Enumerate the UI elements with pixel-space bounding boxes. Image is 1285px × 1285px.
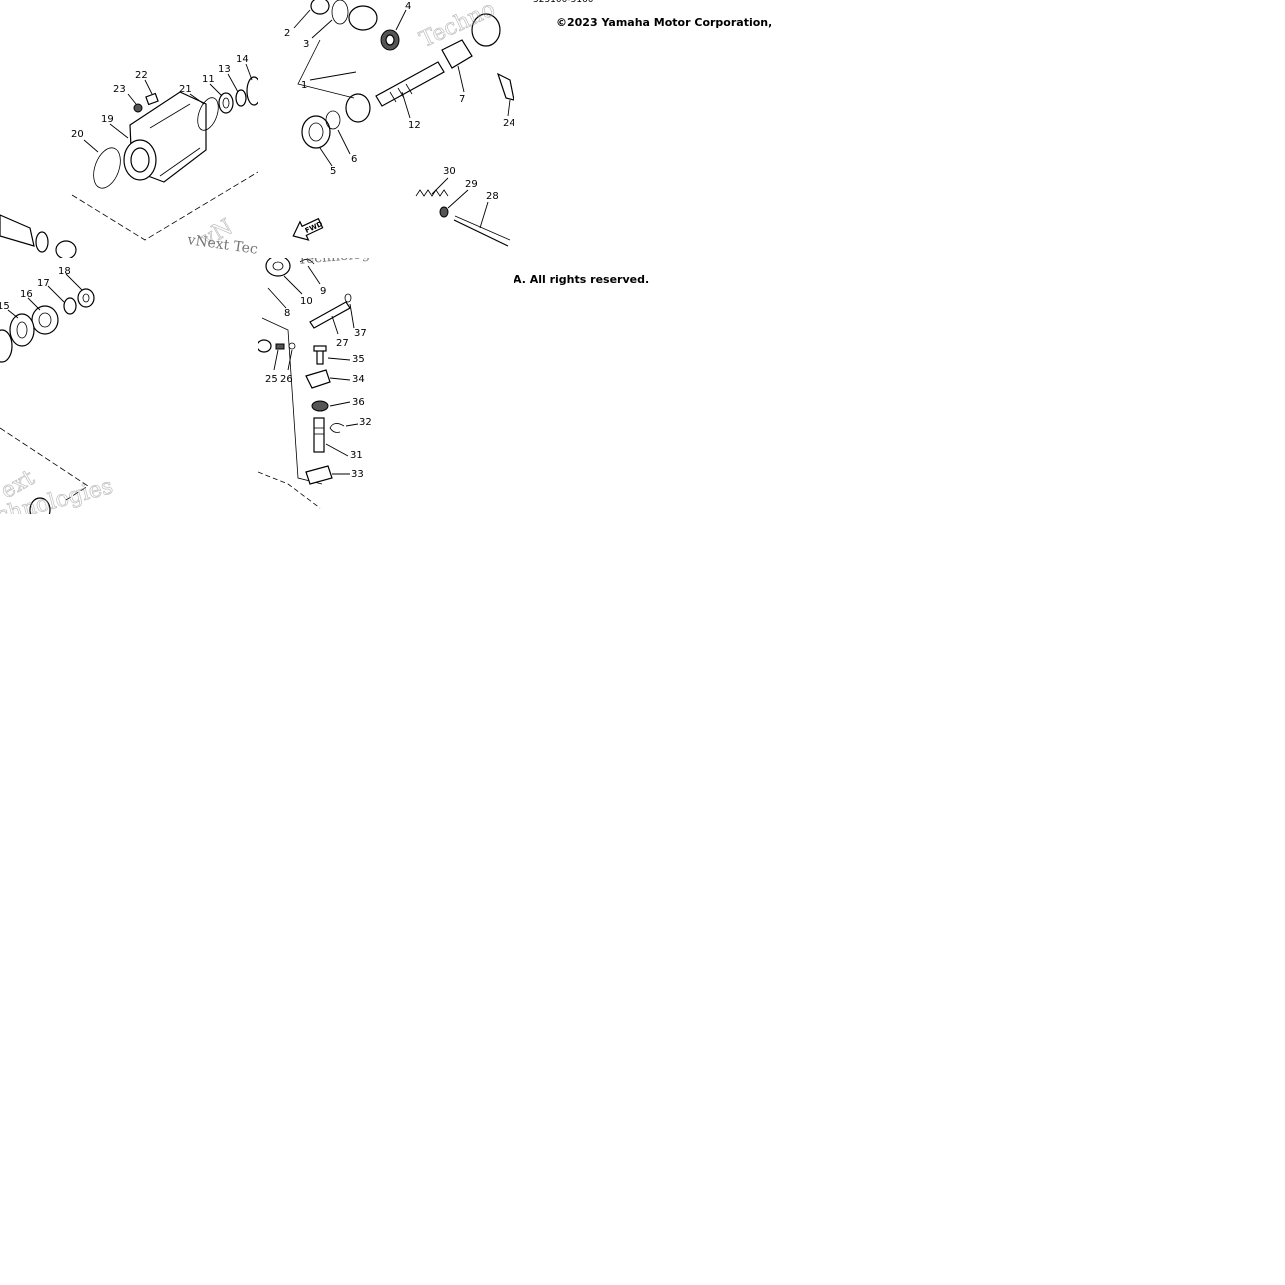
nut	[133, 103, 143, 113]
reference-code: 525100-5160	[533, 0, 594, 5]
callout-17: 17	[37, 278, 50, 289]
callout-34: 34	[352, 374, 365, 385]
callout-5: 5	[330, 166, 336, 177]
callout-11: 11	[202, 74, 215, 85]
o-ring	[344, 293, 352, 303]
diagram-bottom-right: 10 9 8 37 27 35 25 26 34 36 32 31 33 Tec…	[258, 258, 391, 509]
gear	[0, 329, 13, 363]
callout-16: 16	[20, 289, 33, 300]
callout-13: 13	[218, 64, 231, 75]
bearing	[218, 92, 234, 114]
callout-14: 14	[236, 54, 249, 65]
bolt	[316, 349, 324, 365]
diagram-top-left: 22 23 21 11 13 14 20 19 vN vNext Tec	[0, 54, 258, 258]
bearing	[31, 305, 59, 335]
callout-26: 26	[280, 374, 293, 385]
callout-6: 6	[351, 154, 357, 165]
spring	[415, 189, 449, 197]
callout-12: 12	[408, 120, 421, 131]
bearing	[265, 258, 291, 277]
washer	[325, 110, 341, 130]
fwd-label: FWD	[304, 220, 324, 235]
watermark-text: Technologies	[297, 258, 391, 268]
callout-37: 37	[354, 328, 367, 339]
diagram-tile-bottom-right: 10 9 8 37 27 35 25 26 34 36 32 31 33 Tec…	[258, 258, 514, 514]
callout-22: 22	[135, 70, 148, 81]
callout-27: 27	[336, 338, 349, 349]
shift-fork	[496, 72, 514, 101]
callout-31: 31	[350, 450, 363, 461]
callout-21: 21	[179, 84, 192, 95]
callout-9: 9	[320, 286, 326, 297]
diagram-tile-bottom-left: 18 17 16 15 ext chnologies	[0, 258, 258, 514]
bearing	[310, 0, 330, 15]
callout-3: 3	[303, 39, 309, 50]
shaft	[0, 214, 35, 247]
callout-1: 1	[301, 80, 307, 91]
callout-28: 28	[486, 191, 499, 202]
callout-29: 29	[465, 179, 478, 190]
callout-36: 36	[352, 397, 365, 408]
callout-30: 30	[443, 166, 456, 177]
diagram-tile-top-right: 2 3 4 1 7 12 24 6 5 30 29 28 FWD Techno	[258, 0, 514, 258]
gear	[9, 313, 35, 347]
sleeve	[441, 39, 473, 69]
callout-8: 8	[284, 308, 290, 319]
lever-end	[258, 339, 272, 353]
callout-25: 25	[265, 374, 278, 385]
circlip	[329, 423, 345, 433]
circlip	[299, 259, 315, 265]
bolt	[145, 92, 159, 106]
lever	[305, 465, 333, 485]
nut	[311, 400, 329, 412]
callout-10: 10	[300, 296, 313, 307]
bearing	[301, 115, 331, 149]
forward-arrow-icon: FWD	[292, 217, 324, 241]
assembly-guide-line	[0, 427, 89, 501]
callout-4: 4	[405, 1, 411, 12]
shim	[331, 0, 349, 25]
diagram-tile-top-left: 22 23 21 11 13 14 20 19 vN vNext Tec	[0, 0, 258, 258]
callout-23: 23	[113, 84, 126, 95]
callout-15: 15	[0, 301, 10, 312]
bevel-gear	[348, 5, 378, 31]
copyright-notice: ©2023 Yamaha Motor Corporation, U.S.A	[556, 16, 771, 29]
washer	[63, 297, 77, 315]
o-ring	[197, 97, 219, 131]
pin	[275, 343, 285, 350]
shift-shaft	[309, 301, 351, 329]
assembly-guide-line	[297, 39, 355, 99]
bevel-gear	[345, 93, 371, 123]
diagram-top-right: 2 3 4 1 7 12 24 6 5 30 29 28 FWD Techno	[284, 0, 514, 247]
shift-shaft	[453, 219, 509, 247]
o-ring	[93, 147, 121, 189]
assembly-guide-line	[71, 171, 258, 241]
washer	[439, 206, 449, 218]
callout-18: 18	[58, 266, 71, 277]
callout-33: 33	[351, 469, 364, 480]
collar	[235, 89, 247, 107]
rights-notice: A. All rights reserved.	[513, 273, 650, 286]
gear-part	[246, 76, 258, 106]
drive-shaft	[375, 61, 445, 107]
bearing	[29, 497, 51, 514]
callout-35: 35	[352, 354, 365, 365]
housing-bore	[130, 147, 150, 173]
ring-gear	[471, 13, 501, 47]
bolt-head	[313, 345, 327, 352]
shaft	[313, 417, 325, 453]
stopper-lever	[305, 369, 331, 389]
callout-2: 2	[284, 28, 290, 39]
nut	[77, 288, 95, 308]
watermark-text: vNext Tec	[185, 232, 258, 258]
callout-19: 19	[101, 114, 114, 125]
diagram-bottom-left: 18 17 16 15 ext chnologies	[0, 266, 116, 514]
callout-7: 7	[459, 94, 465, 105]
callout-32: 32	[359, 417, 372, 428]
callout-24: 24	[503, 118, 514, 129]
callout-20: 20	[71, 129, 84, 140]
washer	[288, 342, 296, 350]
